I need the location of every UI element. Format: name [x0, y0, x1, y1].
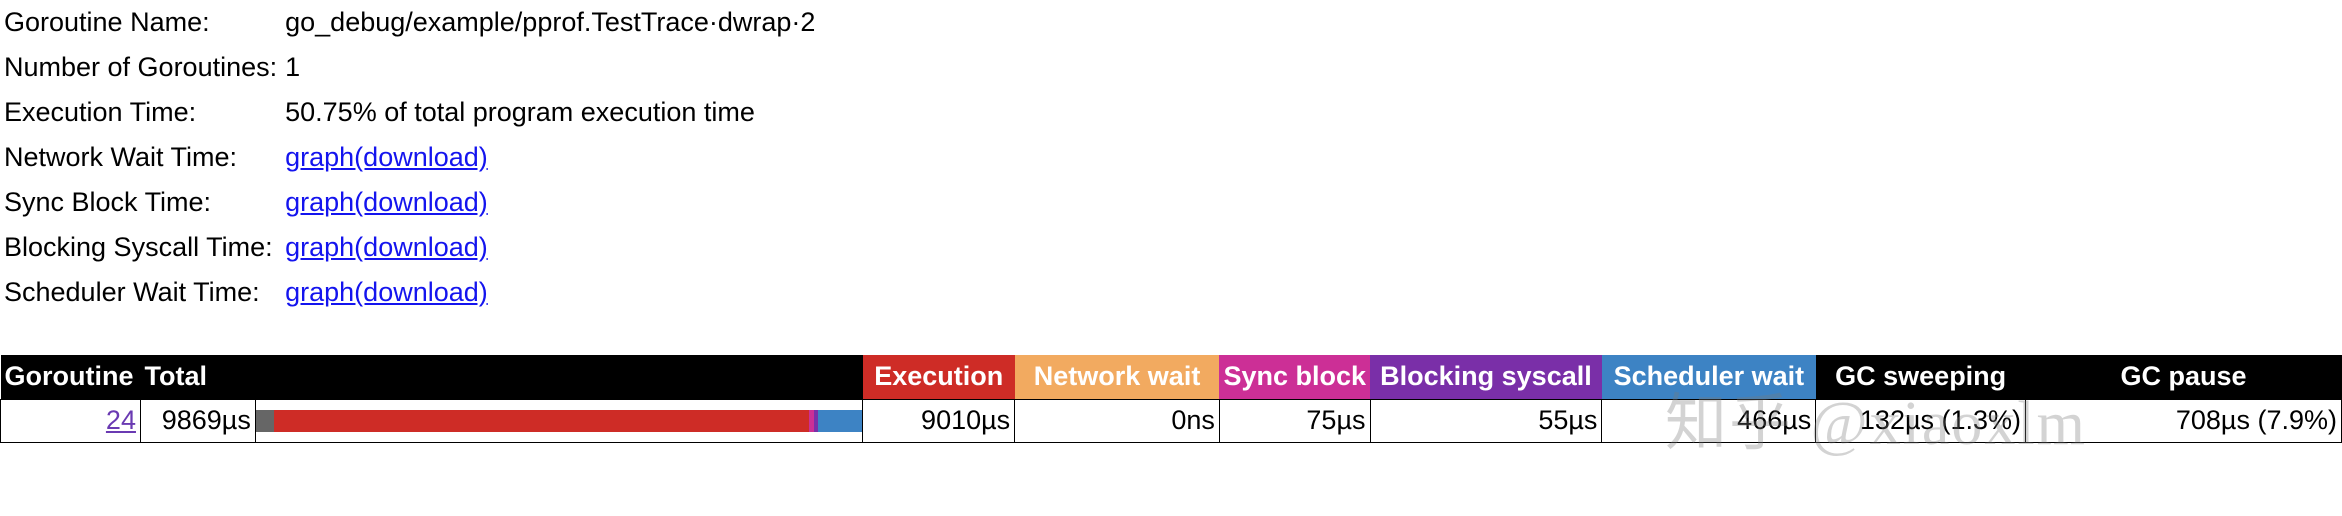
cell-gc-pause: 708µs (7.9%) — [2025, 399, 2342, 443]
blocking-syscall-graph-download-link[interactable]: graph(download) — [285, 232, 488, 262]
cell-scheduler-wait: 466µs — [1601, 399, 1817, 443]
column-header-total[interactable]: Total — [140, 355, 256, 400]
summary-row-number-of-goroutines: Number of Goroutines: 1 — [0, 45, 815, 90]
summary-value-blocking-syscall-time: graph(download) — [285, 225, 815, 270]
goroutine-detail-table: Goroutine Total Execution Network wait S… — [0, 355, 2342, 443]
cell-total: 9869µs — [139, 399, 256, 443]
summary-label-network-wait-time: Network Wait Time: — [4, 142, 238, 172]
cell-blocking-syscall: 55µs — [1369, 399, 1603, 443]
column-header-gc-pause[interactable]: GC pause — [2025, 355, 2342, 400]
bar-segment-leading-gray — [255, 410, 275, 432]
cell-network-wait: 0ns — [1014, 399, 1220, 443]
cell-stacked-bar — [254, 399, 864, 443]
summary-row-scheduler-wait-time: Scheduler Wait Time: graph(download) — [0, 270, 815, 315]
summary-label-sync-block-time: Sync Block Time: — [4, 187, 212, 217]
summary-label-number-of-goroutines: Number of Goroutines: — [4, 52, 278, 82]
column-header-execution[interactable]: Execution — [862, 355, 1015, 400]
summary-value-number-of-goroutines: 1 — [285, 52, 301, 82]
summary-label-goroutine-name: Goroutine Name: — [4, 7, 210, 37]
goroutine-detail-thead: Goroutine Total Execution Network wait S… — [0, 355, 2342, 400]
summary-row-execution-time: Execution Time: 50.75% of total program … — [0, 90, 815, 135]
column-header-goroutine[interactable]: Goroutine — [0, 355, 141, 400]
goroutine-detail-header-row: Goroutine Total Execution Network wait S… — [0, 355, 2342, 400]
column-header-sync-block[interactable]: Sync block — [1219, 355, 1370, 400]
scheduler-wait-graph-download-link[interactable]: graph(download) — [285, 277, 488, 307]
summary-row-blocking-syscall-time: Blocking Syscall Time: graph(download) — [0, 225, 815, 270]
stacked-time-bar — [255, 410, 863, 432]
column-header-blocking-syscall[interactable]: Blocking syscall — [1370, 355, 1602, 400]
bar-segment-blocking-syscall — [814, 410, 818, 432]
column-header-gc-sweeping[interactable]: GC sweeping — [1815, 355, 2026, 400]
summary-label-scheduler-wait-time: Scheduler Wait Time: — [4, 277, 260, 307]
summary-label-execution-time: Execution Time: — [4, 97, 197, 127]
summary-row-goroutine-name: Goroutine Name: go_debug/example/pprof.T… — [0, 0, 815, 45]
cell-sync-block: 75µs — [1218, 399, 1371, 443]
summary-value-sync-block-time: graph(download) — [285, 180, 815, 225]
goroutine-summary-body: Goroutine Name: go_debug/example/pprof.T… — [0, 0, 815, 315]
summary-value-goroutine-name: go_debug/example/pprof.TestTrace·dwrap·2 — [285, 7, 816, 37]
goroutine-summary-table: Goroutine Name: go_debug/example/pprof.T… — [0, 0, 815, 315]
summary-value-execution-time: 50.75% of total program execution time — [285, 97, 755, 127]
cell-goroutine-id: 24 — [0, 399, 141, 443]
column-header-scheduler-wait[interactable]: Scheduler wait — [1601, 355, 1816, 400]
goroutine-detail-tbody: 24 9869µs 9010µs 0ns 75µs 55µs 466µs 132… — [0, 399, 2342, 443]
sync-block-graph-download-link[interactable]: graph(download) — [285, 187, 488, 217]
summary-value-network-wait-time: graph(download) — [285, 135, 815, 180]
cell-execution: 9010µs — [862, 399, 1016, 443]
summary-row-sync-block-time: Sync Block Time: graph(download) — [0, 180, 815, 225]
column-header-bar-spacer — [255, 355, 863, 400]
column-header-network-wait[interactable]: Network wait — [1014, 355, 1220, 400]
bar-segment-scheduler-wait — [817, 410, 863, 432]
summary-value-scheduler-wait-time: graph(download) — [285, 270, 815, 315]
bar-segment-execution — [274, 410, 809, 432]
network-wait-graph-download-link[interactable]: graph(download) — [285, 142, 488, 172]
summary-row-network-wait-time: Network Wait Time: graph(download) — [0, 135, 815, 180]
bar-segment-sync-block — [808, 410, 815, 432]
table-row: 24 9869µs 9010µs 0ns 75µs 55µs 466µs 132… — [0, 399, 2342, 443]
goroutine-id-link[interactable]: 24 — [105, 405, 136, 435]
summary-label-blocking-syscall-time: Blocking Syscall Time: — [4, 232, 273, 262]
cell-gc-sweeping: 132µs (1.3%) — [1815, 399, 2027, 443]
